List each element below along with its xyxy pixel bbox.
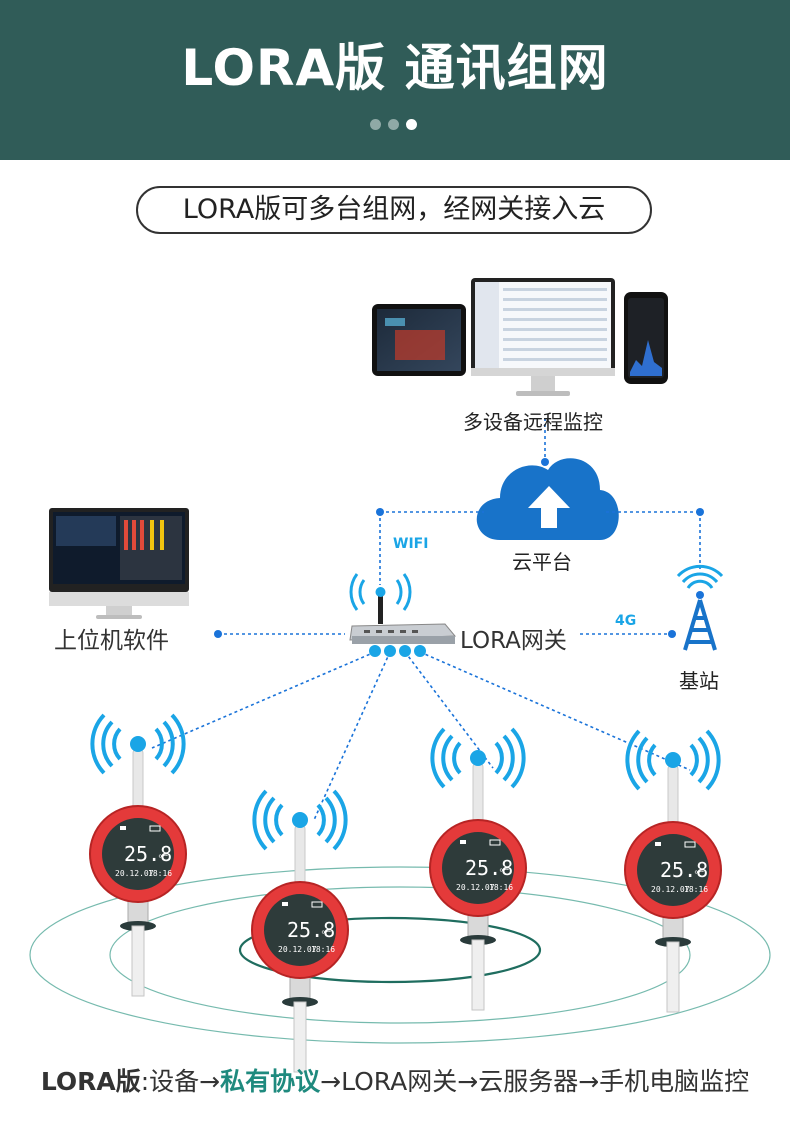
phone-image — [624, 292, 668, 384]
tablet-image — [372, 304, 466, 376]
svg-text:℃: ℃ — [694, 870, 704, 880]
page-dot-1[interactable] — [370, 119, 381, 130]
device-readout-3: 25.8 ℃ 20.12.07 18:16 — [456, 856, 513, 892]
wifi-label: WIFI — [393, 536, 429, 552]
base-station-icon — [676, 564, 724, 651]
svg-text:18:16: 18:16 — [311, 945, 335, 954]
svg-text:℃: ℃ — [499, 868, 509, 878]
subtitle-pill: LORA版可多台组网，经网关接入云 — [136, 186, 652, 234]
footer-caption: LORA版:设备→私有协议→LORA网关→云服务器→手机电脑监控 — [0, 1062, 790, 1098]
svg-text:18:16: 18:16 — [148, 869, 172, 878]
svg-text:18:16: 18:16 — [489, 883, 513, 892]
pagination-dots[interactable] — [370, 119, 417, 130]
svg-text:20.12.07: 20.12.07 — [115, 869, 154, 878]
svg-text:25.8: 25.8 — [287, 918, 335, 942]
device-readout-1: 25.8 ℃ 20.12.07 18:16 — [115, 842, 172, 878]
svg-text:25.8: 25.8 — [660, 858, 708, 882]
monitoring-label: 多设备远程监控 — [463, 410, 603, 434]
base-station-label: 基站 — [679, 669, 719, 693]
footer-highlight: 私有协议 — [220, 1067, 321, 1096]
footer-prefix: LORA版 — [40, 1067, 141, 1096]
page-title: LORA版 通讯组网 — [181, 39, 609, 97]
gateway-label: LORA网关 — [460, 628, 567, 654]
svg-text:20.12.07: 20.12.07 — [456, 883, 495, 892]
footer-part2: →LORA网关→云服务器→手机电脑监控 — [320, 1067, 750, 1096]
svg-text:℃: ℃ — [321, 930, 331, 940]
svg-text:℃: ℃ — [158, 854, 168, 864]
svg-text:20.12.07: 20.12.07 — [651, 885, 690, 894]
device-readout-4: 25.8 ℃ 20.12.07 18:16 — [651, 858, 708, 894]
gateway-image — [349, 573, 457, 644]
cloud-icon — [476, 458, 619, 540]
svg-text:25.8: 25.8 — [124, 842, 172, 866]
monitor-image — [471, 278, 615, 396]
pc-software-image — [49, 508, 189, 619]
device-readout-2: 25.8 ℃ 20.12.07 18:16 — [278, 918, 335, 954]
header-banner: LORA版 通讯组网 — [0, 0, 790, 160]
page-dot-2[interactable] — [388, 119, 399, 130]
cloud-label: 云平台 — [512, 550, 572, 574]
svg-text:18:16: 18:16 — [684, 885, 708, 894]
svg-text:25.8: 25.8 — [465, 856, 513, 880]
pc-software-label: 上位机软件 — [54, 628, 169, 654]
4g-label: 4G — [615, 613, 637, 629]
footer-part1: :设备→ — [140, 1067, 221, 1096]
svg-text:20.12.07: 20.12.07 — [278, 945, 317, 954]
page-dot-3[interactable] — [406, 119, 417, 130]
